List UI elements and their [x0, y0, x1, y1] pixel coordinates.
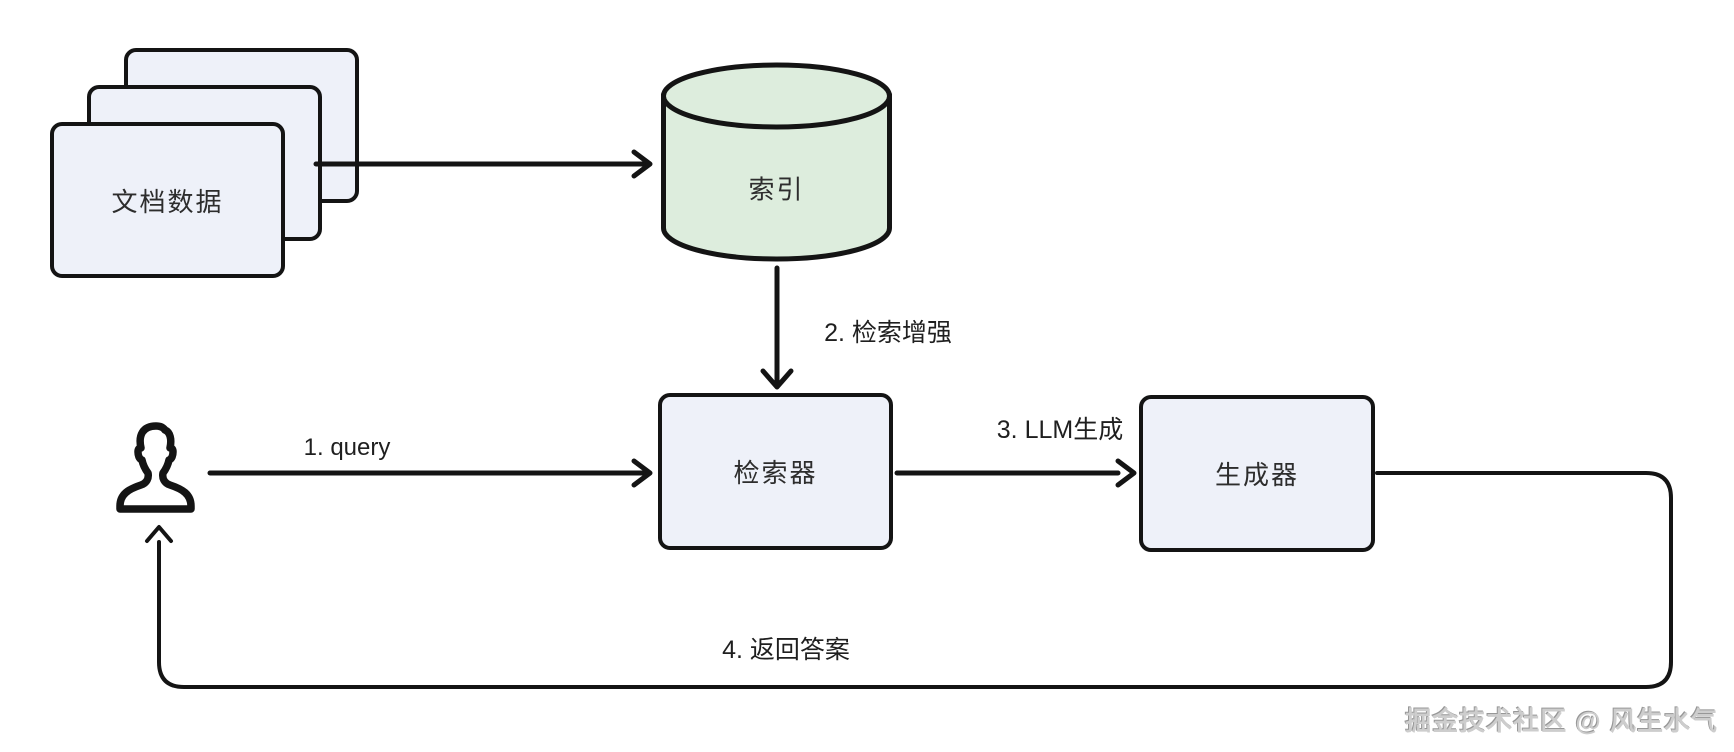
node-generator: 生成器 — [1139, 395, 1375, 552]
edge-label-answer: 4. 返回答案 — [722, 636, 850, 664]
edge-user-to-retriever — [207, 458, 653, 488]
edge-generator-to-user — [145, 471, 1673, 689]
watermark: 掘金技术社区 @ 风生水气 — [1405, 706, 1718, 736]
node-retriever-label: 检索器 — [733, 458, 818, 488]
node-generator-label: 生成器 — [1214, 460, 1299, 490]
edge-documents-to-index — [313, 149, 653, 179]
node-documents: 文档数据 — [50, 122, 285, 278]
edge-retriever-to-generator — [894, 458, 1137, 488]
edge-label-llm: 3. LLM生成 — [996, 416, 1124, 444]
edge-label-retrieval: 2. 检索增强 — [824, 319, 952, 347]
node-documents-label: 文档数据 — [111, 186, 224, 217]
database-cylinder-icon — [661, 62, 892, 262]
node-index-label: 索引 — [748, 174, 805, 205]
node-retriever: 检索器 — [658, 393, 893, 550]
edge-label-query: 1. query — [303, 434, 391, 461]
node-index: 索引 — [658, 62, 895, 264]
user-icon — [116, 422, 195, 513]
edge-index-to-retriever — [760, 265, 794, 390]
